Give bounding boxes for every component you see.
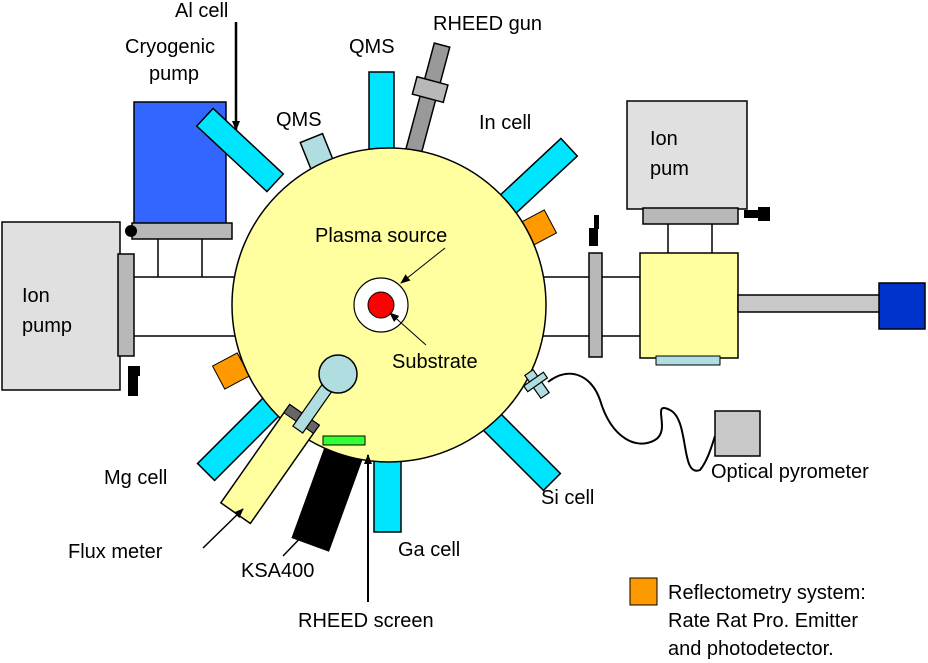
ksa400-arrow (282, 529, 309, 557)
plasma-source-label: Plasma source (315, 225, 447, 247)
mg-cell-label: Mg cell (104, 467, 167, 489)
ion-pump-left-latch-tab (134, 366, 140, 376)
ion-pump-right-label-1: Ion (650, 128, 678, 150)
plasma-source-arrow (400, 247, 446, 284)
cryogenic-pump-flange (131, 222, 233, 240)
rheed-screen-label: RHEED screen (298, 610, 434, 632)
optical-pyrometer-label: Optical pyrometer (711, 461, 869, 483)
qms-top-label: QMS (349, 36, 395, 58)
legend-line-2: Rate Rat Pro. Emitter (668, 610, 858, 632)
cryogenic-pump-knob (125, 225, 137, 237)
in-cell-label: In cell (479, 112, 531, 134)
ksa400-camera (291, 440, 365, 552)
rheed-gun-label: RHEED gun (433, 13, 542, 35)
flux-meter-arrow (202, 508, 244, 549)
transfer-rod-end (878, 282, 926, 330)
ion-pump-right-latch-tab (758, 207, 770, 221)
qms-left-label: QMS (276, 109, 322, 131)
ion-pump-left-latch (128, 366, 138, 396)
ion-pump-left-label-1: Ion (22, 285, 50, 307)
flux-meter-head (318, 354, 358, 394)
optical-pyrometer-box (714, 410, 761, 457)
legend-swatch-reflectometry (629, 577, 658, 606)
ion-pump-left-flange (117, 253, 135, 357)
legend-line-1: Reflectometry system: (668, 582, 866, 604)
si-cell-label: Si cell (541, 487, 594, 509)
ion-pump-right-flange (642, 207, 739, 225)
ion-pump-left-label-2: pump (22, 315, 72, 337)
al-cell (195, 107, 285, 193)
ion-pump-right (626, 100, 748, 210)
transfer-rod (737, 294, 881, 313)
ion-pump-right-label-2: pum (650, 158, 689, 180)
load-lock-base (655, 355, 721, 366)
ion-pump-right-latch (744, 210, 770, 218)
flux-meter-label: Flux meter (68, 541, 163, 563)
substrate-label: Substrate (392, 351, 478, 373)
pyrometer-cable (547, 372, 716, 472)
ion-pump-left (1, 221, 121, 391)
ga-cell-label: Ga cell (398, 539, 460, 561)
legend-line-3: and photodetector. (668, 638, 834, 660)
gate-valve-handle (589, 228, 598, 246)
rheed-gun (402, 42, 451, 163)
rheed-screen (322, 435, 366, 446)
al-cell-label: Al cell (175, 0, 228, 22)
substrate-arrow (389, 312, 427, 346)
gate-valve-handle-tab (594, 215, 599, 229)
substrate-disk (367, 291, 395, 319)
cryogenic-label-1: Cryogenic (125, 36, 215, 58)
load-lock-chamber (639, 252, 739, 359)
ksa400-label: KSA400 (241, 560, 314, 582)
gate-valve (588, 252, 603, 358)
cryogenic-label-2: pump (149, 63, 199, 85)
pyrometer-port (522, 368, 550, 400)
